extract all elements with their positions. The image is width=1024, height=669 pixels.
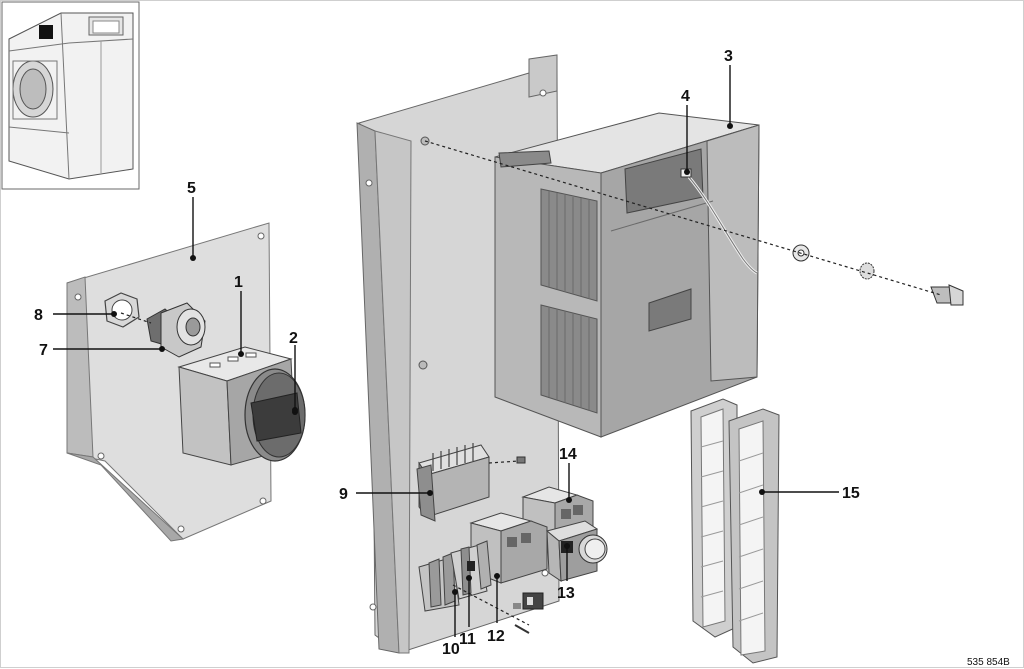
washing-machine-icon bbox=[1, 1, 140, 190]
callout-2: 2 bbox=[289, 330, 298, 413]
mounting-hardware bbox=[792, 244, 964, 306]
callout-3: 3 bbox=[724, 48, 733, 129]
svg-text:5: 5 bbox=[187, 180, 196, 197]
push-button bbox=[545, 520, 608, 582]
svg-text:7: 7 bbox=[39, 342, 48, 359]
callout-5: 5 bbox=[187, 180, 196, 261]
svg-text:10: 10 bbox=[442, 641, 460, 658]
assembly-path-screw bbox=[488, 460, 520, 464]
callout-1: 1 bbox=[234, 274, 244, 357]
callout-11: 11 bbox=[459, 575, 476, 648]
rotary-knob bbox=[244, 368, 306, 462]
callout-13: 13 bbox=[557, 543, 575, 602]
callout-10: 10 bbox=[442, 589, 460, 658]
assembly-path-gland bbox=[120, 312, 152, 324]
drawing-code: 535 854B bbox=[967, 657, 1010, 668]
svg-text:3: 3 bbox=[724, 48, 733, 65]
callout-12: 12 bbox=[487, 573, 505, 645]
callout-15: 15 bbox=[759, 485, 860, 502]
svg-text:4: 4 bbox=[681, 88, 690, 105]
end-stop bbox=[513, 592, 544, 634]
svg-text:11: 11 bbox=[459, 631, 476, 648]
callout-9: 9 bbox=[339, 486, 433, 503]
screw bbox=[516, 456, 526, 464]
cable-duct bbox=[690, 398, 780, 664]
svg-text:9: 9 bbox=[339, 486, 348, 503]
callout-4: 4 bbox=[681, 88, 690, 175]
svg-text:1: 1 bbox=[234, 274, 243, 291]
callout-7: 7 bbox=[39, 342, 165, 359]
assembly-path-terminal bbox=[452, 584, 530, 626]
callout-14: 14 bbox=[559, 446, 577, 503]
svg-text:2: 2 bbox=[289, 330, 298, 347]
svg-text:8: 8 bbox=[34, 307, 43, 324]
svg-text:15: 15 bbox=[842, 485, 860, 502]
transformer bbox=[416, 443, 490, 522]
callout-8: 8 bbox=[34, 307, 117, 324]
frequency-converter bbox=[494, 112, 760, 438]
svg-text:13: 13 bbox=[557, 585, 575, 602]
svg-text:14: 14 bbox=[559, 446, 577, 463]
cable-gland bbox=[146, 302, 206, 358]
svg-text:12: 12 bbox=[487, 628, 505, 645]
